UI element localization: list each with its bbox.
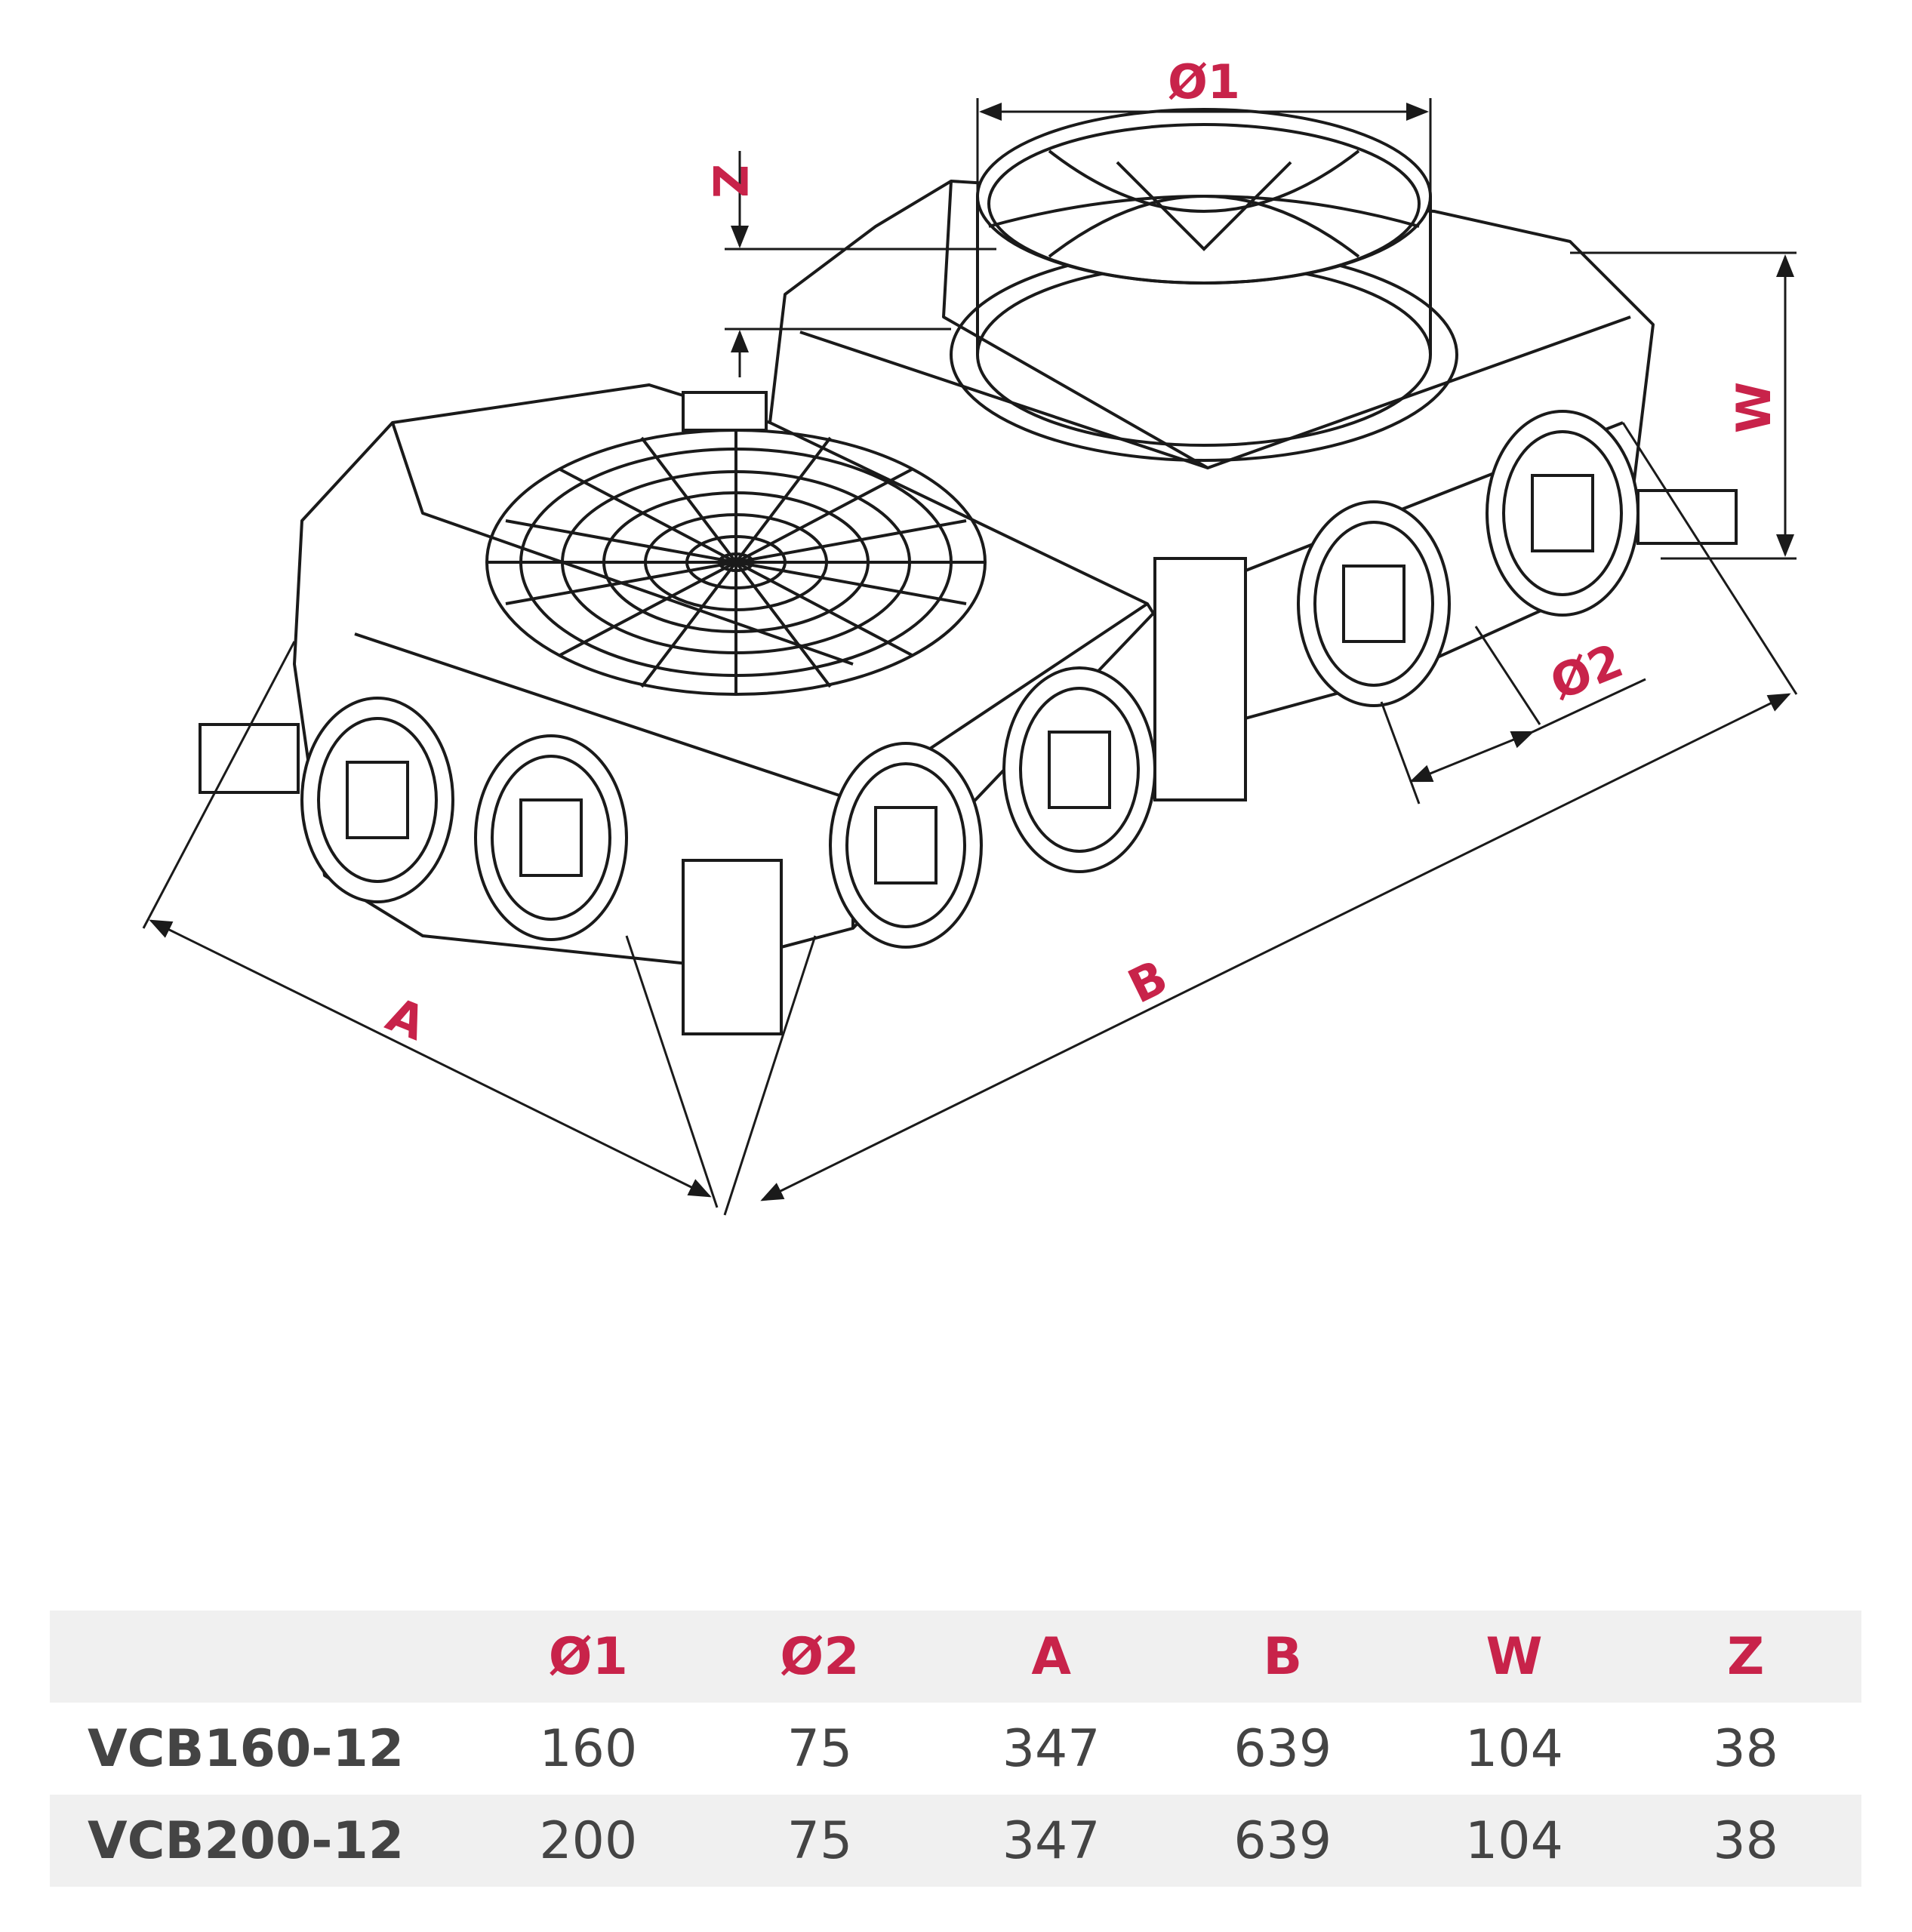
d1-label: Ø1 bbox=[1168, 54, 1240, 109]
cell-z: 38 bbox=[1713, 1718, 1778, 1779]
bracket-left bbox=[199, 723, 300, 794]
bracket-front bbox=[682, 859, 783, 1035]
bracket-top bbox=[682, 391, 768, 432]
cell-b: 639 bbox=[1233, 1810, 1332, 1871]
header-z: Z bbox=[1726, 1626, 1765, 1687]
a-dimension-line bbox=[149, 919, 712, 1198]
w-label: W bbox=[1726, 382, 1781, 433]
cell-d2: 75 bbox=[787, 1810, 853, 1871]
d2-label: Ø2 bbox=[1543, 632, 1630, 711]
header-d1: Ø1 bbox=[548, 1626, 628, 1687]
table-header-row: Ø1 Ø2 A B W Z bbox=[50, 1611, 1861, 1703]
outlet-3 bbox=[829, 742, 983, 949]
outlet-5 bbox=[1297, 500, 1451, 707]
cell-a: 347 bbox=[1002, 1718, 1101, 1779]
cell-d1: 160 bbox=[539, 1718, 638, 1779]
d2-dimension-line bbox=[1409, 731, 1535, 783]
cell-b: 639 bbox=[1233, 1718, 1332, 1779]
b-dimension-line bbox=[760, 693, 1791, 1201]
cell-d2: 75 bbox=[787, 1718, 853, 1779]
b-label: B bbox=[1119, 949, 1175, 1014]
cell-a: 347 bbox=[1002, 1810, 1101, 1871]
header-model bbox=[50, 1611, 473, 1703]
z-label: Z bbox=[702, 165, 757, 198]
model-name: VCB160-12 bbox=[88, 1718, 405, 1779]
bracket-mid bbox=[1153, 557, 1247, 801]
supply-grille bbox=[485, 429, 987, 696]
cell-z: 38 bbox=[1713, 1810, 1778, 1871]
table-row: VCB200-12 200 75 347 639 104 38 bbox=[50, 1795, 1861, 1887]
cell-d1: 200 bbox=[539, 1810, 638, 1871]
cell-w: 104 bbox=[1465, 1718, 1563, 1779]
header-b: B bbox=[1263, 1626, 1303, 1687]
outlet-2 bbox=[474, 734, 628, 941]
header-d2: Ø2 bbox=[780, 1626, 860, 1687]
dimension-lines bbox=[142, 98, 1798, 1216]
outlet-6 bbox=[1486, 410, 1640, 617]
outlet-1 bbox=[300, 697, 454, 903]
a-label: A bbox=[379, 986, 433, 1051]
cell-w: 104 bbox=[1465, 1810, 1563, 1871]
bracket-right bbox=[1636, 489, 1738, 545]
main-collar bbox=[950, 108, 1458, 462]
model-name: VCB200-12 bbox=[88, 1810, 405, 1871]
table-row: VCB160-12 160 75 347 639 104 38 bbox=[50, 1703, 1861, 1795]
dimensions-table: Ø1 Ø2 A B W Z VCB160-12 160 75 347 639 1… bbox=[50, 1611, 1861, 1887]
plenum-box-drawing: Ø1 Z W Ø2 A B bbox=[142, 54, 1798, 1216]
header-w: W bbox=[1486, 1626, 1543, 1687]
header-a: A bbox=[1031, 1626, 1071, 1687]
outlet-4 bbox=[1002, 666, 1156, 873]
